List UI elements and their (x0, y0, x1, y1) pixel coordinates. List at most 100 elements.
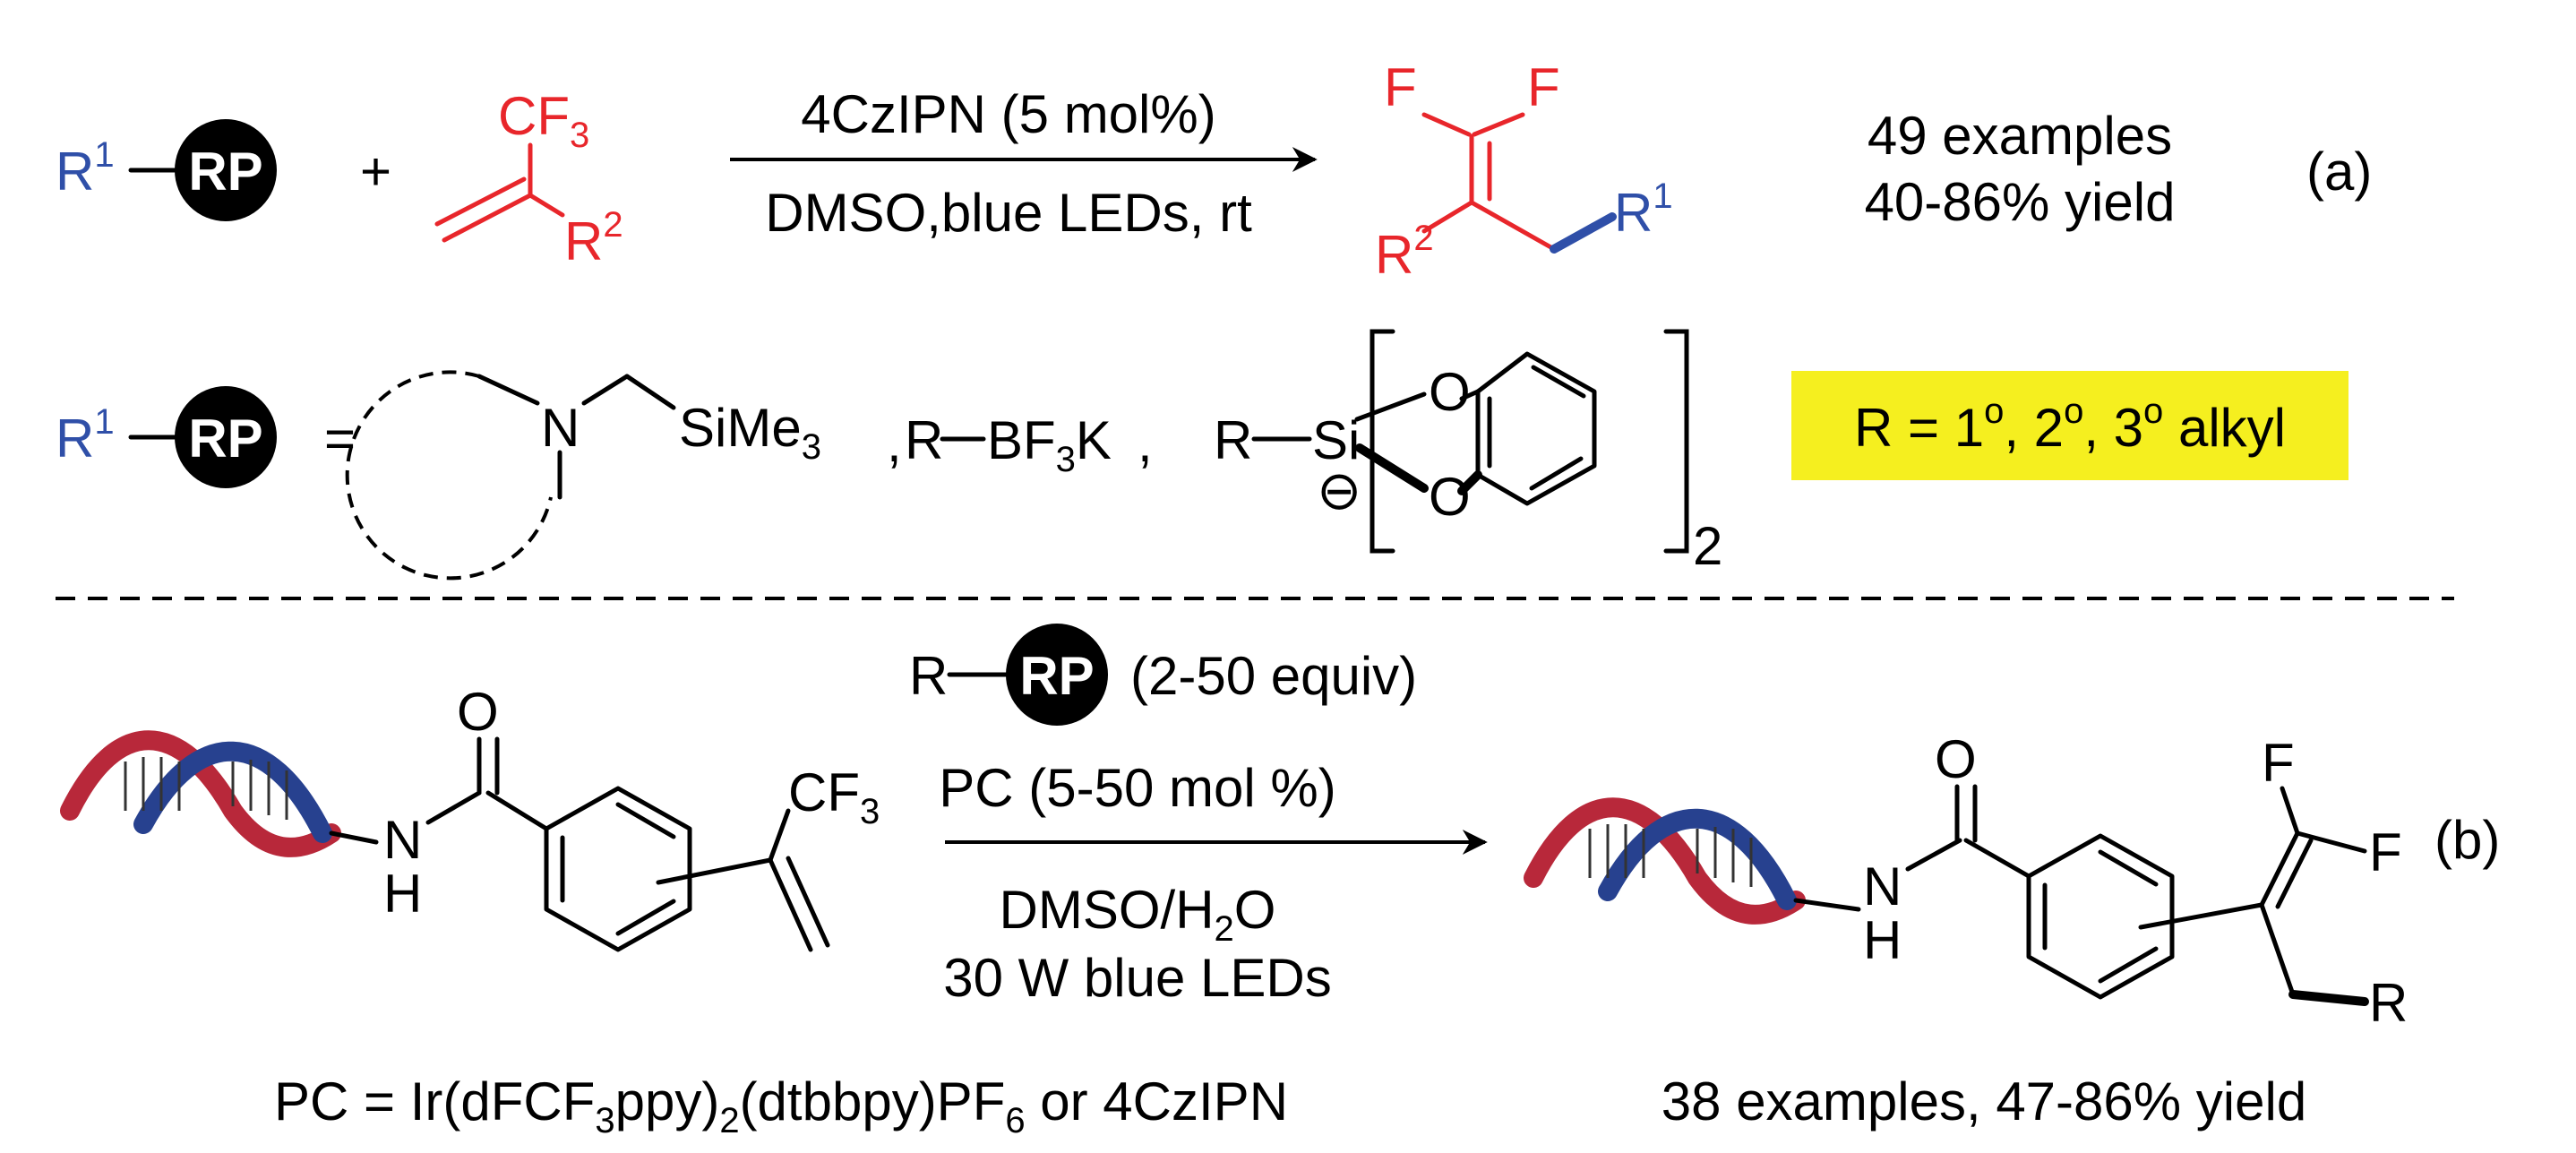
dna-tag-product (1524, 797, 1806, 925)
def-rp-circle (175, 386, 277, 488)
product-a: F F R2 R1 (1375, 57, 1673, 285)
dna-strand-red-product (1524, 797, 1806, 925)
prod-r: R (2369, 973, 2408, 1033)
prod-n: N (1863, 856, 1902, 916)
dna-rungs-product (1588, 824, 1753, 887)
b-reagent-equiv: (2-50 equiv) (1130, 646, 1417, 706)
product-a-ch2-bond (1469, 200, 1557, 252)
reaction-b: R RP (2-50 equiv) N H (60, 624, 2500, 1140)
highlight-box (1791, 371, 2348, 480)
prod-benzene-inner-2 (2098, 849, 2159, 887)
prod-co-ring-bond (1963, 838, 2031, 879)
prod-h: H (1863, 910, 1902, 970)
dna-strand-red-start (60, 730, 341, 857)
prod-alkene-2 (2275, 838, 2314, 909)
def-r1: R1 (56, 402, 115, 469)
label-a: (a) (2306, 142, 2372, 202)
sm-n: N (383, 810, 422, 870)
alkene-double-bond-1 (442, 193, 533, 243)
catechol-inner-2 (1529, 456, 1584, 491)
alkyl-scope-highlight: R = 1o, 2o, 3o alkyl (1791, 371, 2348, 480)
examples-a: 49 examples (1868, 106, 2172, 166)
reaction-a: R1 RP + CF3 R2 4CzIPN (5 mol%) DMSO,blue… (56, 57, 2372, 285)
o1-ring-bond (1459, 389, 1481, 401)
prod-o: O (1935, 729, 1977, 789)
sm-o: O (457, 682, 499, 742)
sm-n-co-bond (425, 790, 482, 825)
condition-b-top: PC (5-50 mol %) (939, 758, 1335, 818)
n-ch2-bond (581, 374, 630, 406)
def-rp-label: RP (188, 409, 262, 469)
product-a-f2-bond (1472, 112, 1525, 137)
label-b: (b) (2434, 810, 2500, 870)
silicate-subscript: 2 (1693, 516, 1722, 576)
bracket-left (1370, 329, 1395, 554)
product-a-r1-label: R1 (1614, 176, 1673, 243)
prod-n-co-bond (1905, 838, 1962, 872)
prod-ch2-bond (2259, 902, 2296, 997)
prod-f2-bond (2295, 830, 2367, 854)
prod-benzene (2026, 833, 2175, 1000)
b-rp-circle (1006, 624, 1108, 726)
prod-linker (1793, 898, 1861, 912)
reagent-r-rp: R RP (2-50 equiv) (909, 624, 1417, 726)
o2-ring-bond (1457, 470, 1482, 495)
dna-strand-blue-start (133, 741, 332, 843)
catechol-inner-1 (1531, 365, 1586, 399)
plus-sign: + (360, 142, 391, 202)
dna-rungs-start (124, 757, 288, 820)
aryl-amide-product: N H O F F R (1793, 729, 2408, 1033)
alkene-cf3-label: CF3 (498, 86, 589, 155)
def-equals: = (324, 409, 356, 469)
b-reagent-r: R (909, 646, 948, 706)
highlight-text: R = 1o, 2o, 3o alkyl (1854, 392, 2286, 458)
product-a-f1: F (1384, 57, 1417, 117)
sm-co-ring-bond (485, 790, 549, 831)
silicate-o1: O (1429, 362, 1471, 422)
prod-ring-alkene-bond (2138, 902, 2264, 930)
comma-1: , (887, 413, 902, 473)
condition-a-top: 4CzIPN (5 mol%) (801, 84, 1215, 144)
condition-a-bottom: DMSO,blue LEDs, rt (765, 183, 1252, 243)
silicate-r: R (1214, 410, 1252, 470)
sm-linker (329, 830, 379, 845)
si-o2-bond (1355, 443, 1429, 493)
silicate: R Si ⊖ 2 O O (1214, 329, 1722, 576)
prod-alkene-1 (2259, 830, 2300, 908)
ch2-si-bond (624, 374, 676, 410)
prod-benzene-inner-3 (2098, 946, 2159, 984)
sm-alkene-1 (768, 857, 813, 952)
rp-circle (175, 119, 277, 221)
sm-benzene (544, 786, 692, 952)
prod-f1: F (2262, 733, 2295, 793)
b-rp-label: RP (1019, 646, 1094, 706)
sm-benzene-inner-3 (615, 899, 676, 936)
sm-benzene-inner-2 (615, 802, 676, 839)
dna-strand-blue-product (1598, 808, 1797, 910)
trifluoroborate: R BF3K , (905, 410, 1153, 479)
rp-definition: R1 RP = N SiMe3 , R BF3K , R Si ⊖ (56, 329, 2348, 581)
sm-cf3: CF3 (788, 762, 880, 831)
product-a-f1-bond (1421, 112, 1472, 137)
silicate-si: Si (1312, 410, 1360, 470)
r1-label: R1 (56, 135, 115, 202)
si-o1-bond (1354, 392, 1427, 422)
dna-tag-start (60, 730, 341, 857)
amine-silane: N SiMe3 , (345, 370, 902, 581)
examples-b: 38 examples, 47-86% yield (1662, 1071, 2306, 1131)
prod-r-bond (2288, 990, 2369, 1006)
pc-definition: PC = Ir(dFCF3ppy)2(dtbbpy)PF6 or 4CzIPN (274, 1071, 1288, 1140)
alkene-r2-label: R2 (564, 205, 623, 271)
catechol-ring (1475, 351, 1597, 506)
silicate-charge: ⊖ (1317, 460, 1361, 521)
comma-2: , (1138, 413, 1153, 473)
prod-f1-bond (2280, 786, 2300, 836)
sm-h: H (383, 864, 422, 924)
bf3k-label: BF3K (987, 410, 1112, 479)
sime3-label: SiMe3 (679, 398, 821, 467)
yield-a: 40-86% yield (1865, 172, 2176, 232)
alkene-double-bond-2 (434, 176, 527, 227)
rp-label: RP (188, 142, 262, 202)
aryl-amide-start: N H O CF3 (329, 682, 880, 952)
